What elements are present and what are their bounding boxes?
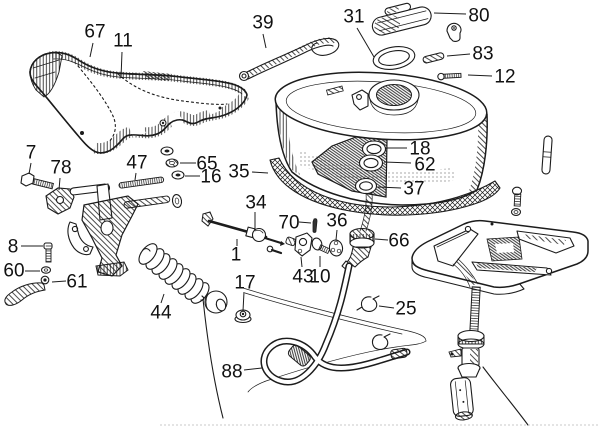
screw-8-drawing [43, 242, 53, 263]
part-label-25: 25 [395, 299, 416, 320]
leader-line-35 [251, 171, 269, 174]
leader-line-62 [383, 161, 412, 164]
leader-line-66 [374, 238, 389, 241]
part-label-67: 67 [84, 22, 105, 43]
part-label-18: 18 [409, 139, 430, 160]
leader-line-43 [300, 256, 303, 268]
tank-bracket-drawing [311, 136, 388, 232]
part-label-16: 16 [200, 167, 221, 188]
part-label-31: 31 [343, 7, 364, 28]
petcock-drawing [448, 258, 485, 421]
leader-line-88 [243, 367, 263, 371]
fuel-cap-drawing [371, 2, 462, 42]
tap-rod-drawing [201, 211, 285, 255]
part-label-10: 10 [309, 267, 330, 288]
leader-line-36 [335, 229, 338, 241]
leader-line-17 [242, 291, 245, 312]
part-label-83: 83 [472, 44, 493, 65]
part-label-43: 43 [292, 267, 313, 288]
leader-line-80 [433, 12, 467, 15]
part-label-60: 60 [3, 261, 24, 282]
frame-outline-lines [160, 287, 600, 426]
part-label-70: 70 [278, 213, 299, 234]
leader-line-12 [467, 74, 493, 77]
fuel-hose-drawing [260, 262, 411, 386]
leader-line-39 [262, 33, 267, 49]
part-label-8: 8 [8, 237, 19, 258]
leader-line-7 [28, 162, 32, 175]
part-label-61: 61 [66, 272, 87, 293]
part-label-39: 39 [252, 13, 273, 34]
leader-line-47 [134, 172, 137, 181]
part-label-36: 36 [326, 211, 347, 232]
part-label-1: 1 [231, 245, 242, 266]
washer-60-drawing [40, 266, 52, 274]
screw-12-drawing [437, 72, 462, 81]
part-label-80: 80 [468, 6, 489, 27]
part-label-65: 65 [196, 154, 217, 175]
leader-line-83 [446, 53, 471, 57]
part-label-78: 78 [50, 158, 71, 179]
saddle-drawing [29, 51, 250, 155]
right-fasteners-drawing [510, 135, 553, 216]
spring-drawing [138, 243, 210, 304]
part-label-62: 62 [414, 155, 435, 176]
seat-bracket-drawing [20, 146, 210, 304]
strap-drawing [238, 37, 340, 82]
part-label-17: 17 [234, 273, 255, 294]
tank-gasket-drawing [269, 157, 501, 216]
tap-small-parts-drawing [285, 218, 344, 257]
hose-clamp-drawing [356, 295, 391, 350]
part-label-37: 37 [403, 179, 424, 200]
cap-gasket-drawing [372, 46, 416, 70]
part-label-34: 34 [245, 193, 267, 214]
part-label-35: 35 [228, 162, 249, 183]
leader-line-44 [160, 293, 165, 304]
part-label-11: 11 [113, 31, 133, 52]
part-label-44: 44 [150, 303, 172, 324]
part-label-7: 7 [26, 143, 37, 164]
bolt-83-drawing [422, 52, 445, 64]
part-label-47: 47 [126, 153, 147, 174]
leader-line-70 [298, 221, 312, 224]
leader-line-61 [51, 280, 67, 283]
leader-line-11 [120, 51, 123, 79]
leader-line-67 [89, 42, 94, 58]
part-label-12: 12 [494, 67, 515, 88]
part-label-66: 66 [388, 231, 409, 252]
clamp-61-drawing [4, 275, 50, 306]
part-label-88: 88 [221, 362, 242, 383]
leader-line-31 [356, 27, 375, 58]
leader-line-25 [378, 305, 395, 309]
leader-line-37 [377, 186, 402, 189]
leader-line-78 [58, 177, 61, 191]
rack-plate-drawing [411, 219, 589, 295]
